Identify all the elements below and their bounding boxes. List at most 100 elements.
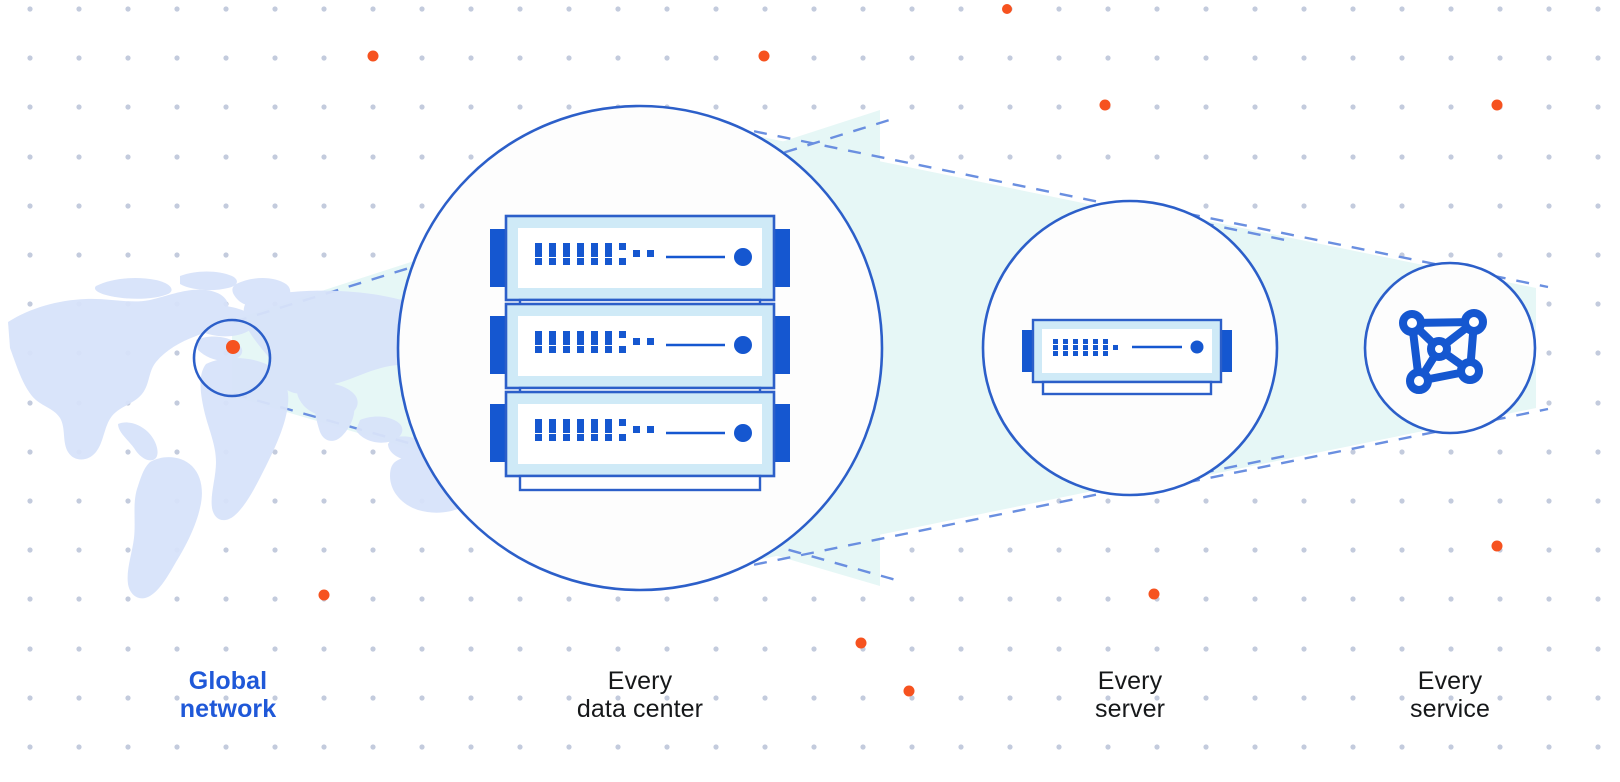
grid-dot [321,646,327,652]
grid-dot [468,695,474,701]
grid-dot [174,596,180,602]
grid-dot [174,449,180,455]
grid-dot [1105,55,1111,61]
grid-dot [76,203,82,209]
grid-dot [272,695,278,701]
grid-dot [1595,449,1601,455]
grid-dot [860,695,866,701]
grid-dot [958,596,964,602]
grid-dot [1546,744,1552,750]
grid-dot [223,646,229,652]
grid-dot [1105,547,1111,553]
grid-dot [27,203,33,209]
grid-dot [1497,449,1503,455]
grid-dot [1497,498,1503,504]
grid-dot [1252,154,1258,160]
grid-dot [125,744,131,750]
grid-dot [664,695,670,701]
grid-dot [1595,400,1601,406]
grid-dot [1595,646,1601,652]
grid-dot [713,744,719,750]
node-bottom-right [1457,358,1483,384]
grid-dot [1301,154,1307,160]
grid-dot [1007,547,1013,553]
grid-dot [125,154,131,160]
grid-dot [615,55,621,61]
grid-dot [762,6,768,12]
grid-dot [860,104,866,110]
grid-dot [1448,695,1454,701]
grid-dot [1399,449,1405,455]
grid-dot [223,104,229,110]
grid-dot [174,744,180,750]
grid-dot [1399,203,1405,209]
grid-dot [1399,104,1405,110]
grid-dot [125,646,131,652]
server-status-light-middle [734,336,752,354]
grid-dot [517,596,523,602]
grid-dot [958,104,964,110]
grid-dot [1154,646,1160,652]
grid-dot [1546,350,1552,356]
grid-dot [1546,6,1552,12]
grid-dot [1497,203,1503,209]
grid-dot [223,547,229,553]
grid-dot [468,55,474,61]
grid-dot [125,252,131,258]
grid-dot [664,646,670,652]
grid-dot [1056,104,1062,110]
grid-dot [125,55,131,61]
grid-dot [1350,449,1356,455]
grid-dot [1595,350,1601,356]
grid-dot [762,596,768,602]
grid-dot [174,646,180,652]
grid-dot [1497,744,1503,750]
grid-dot [223,203,229,209]
grid-dot [27,646,33,652]
grid-dot [958,55,964,61]
server-unit-icon [1022,318,1232,396]
grid-dot [419,547,425,553]
grid-dot [1252,547,1258,553]
grid-dot [174,400,180,406]
grid-dot [1056,646,1062,652]
grid-dot [1448,449,1454,455]
grid-dot [762,646,768,652]
grid-dot [762,104,768,110]
grid-dot [1448,547,1454,553]
grid-dot [517,104,523,110]
grid-dot [1350,498,1356,504]
server-status-light-top [734,248,752,266]
grid-dot [419,55,425,61]
grid-dot [76,695,82,701]
grid-dot [223,154,229,160]
grid-dot [1497,646,1503,652]
grid-dot [1595,596,1601,602]
orange-accent-dot [903,685,915,697]
grid-dot [615,6,621,12]
grid-dot [1301,596,1307,602]
grid-dot [1497,252,1503,258]
grid-dot [811,744,817,750]
grid-dot [1105,646,1111,652]
grid-dot [419,203,425,209]
grid-dot [1007,55,1013,61]
grid-dot [1252,203,1258,209]
grid-dot [1350,55,1356,61]
grid-dot [370,498,376,504]
grid-dot [321,55,327,61]
grid-dot [958,646,964,652]
grid-dot [1203,596,1209,602]
server-rack-icon [490,214,790,492]
grid-dot [1546,449,1552,455]
grid-dot [125,104,131,110]
grid-dot [1301,498,1307,504]
grid-dot [1448,744,1454,750]
grid-dot [125,596,131,602]
grid-dot [321,449,327,455]
grid-dot [27,547,33,553]
grid-dot [1595,498,1601,504]
